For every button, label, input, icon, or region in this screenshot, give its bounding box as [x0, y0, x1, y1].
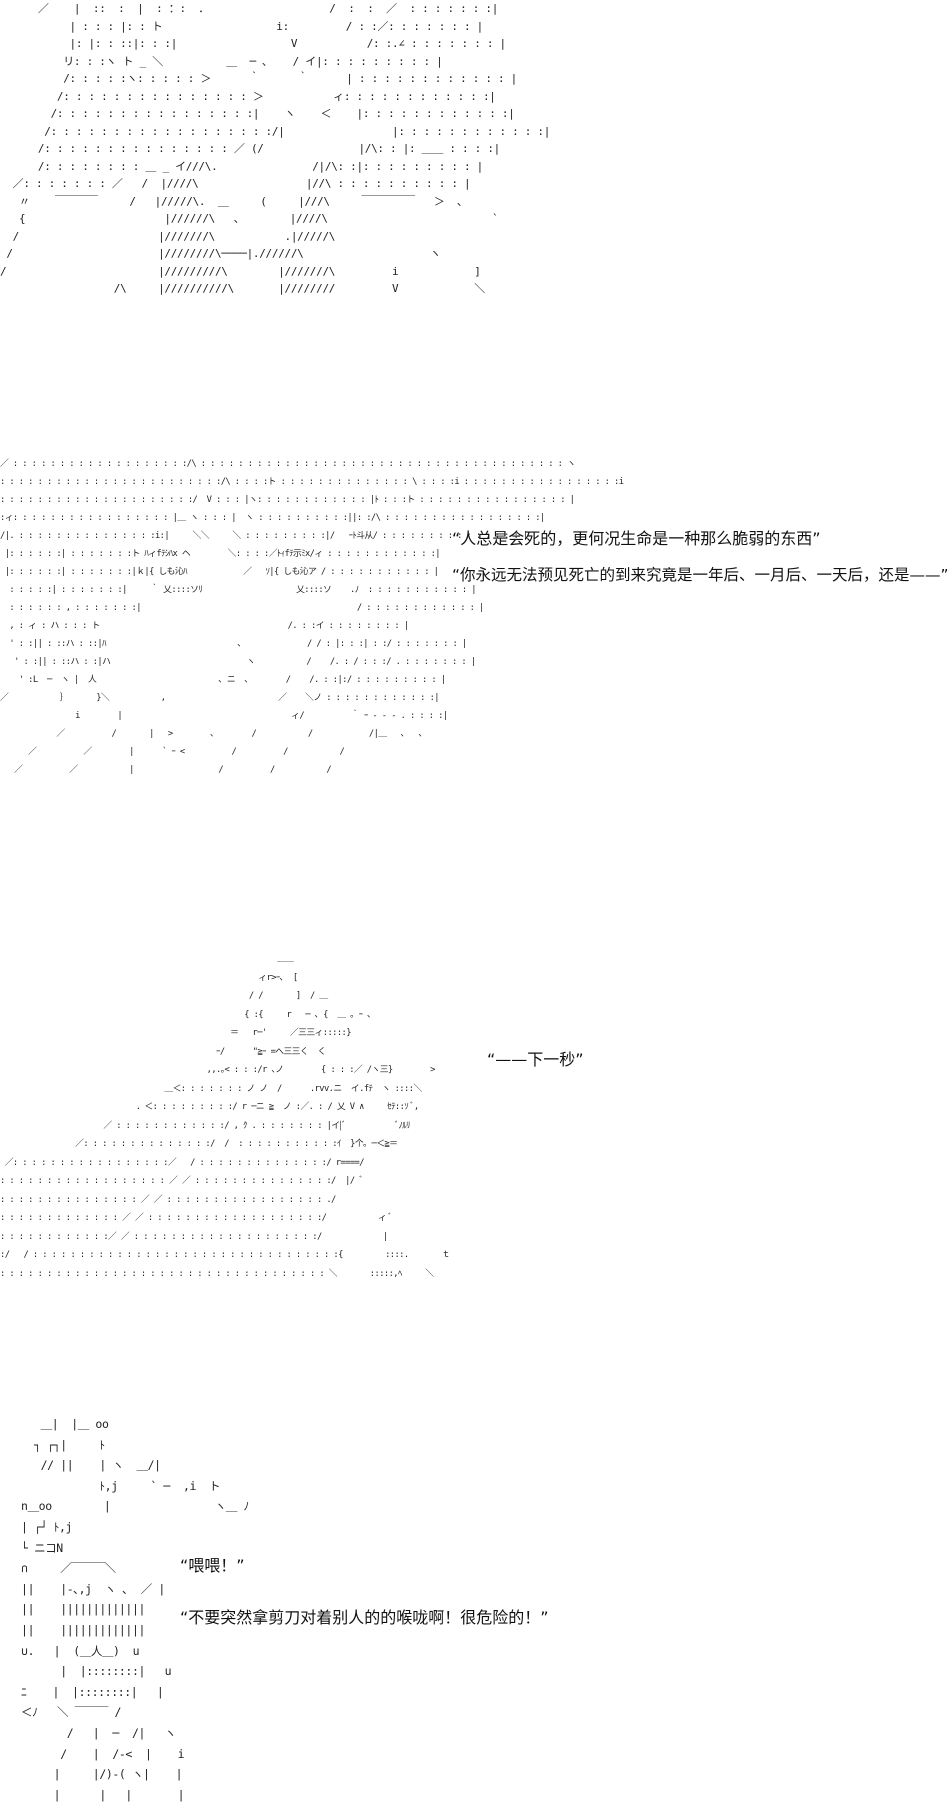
- ascii-art-panel-3: ＿＿ ィr>ｰ､ [ / / ] / ＿ { :{ r: [0, 954, 450, 1279]
- panel-2: ／ : : : : : : : : : : : : : : : : : : :/…: [0, 455, 947, 805]
- dialogue-line-3: “——下一秒”: [487, 1050, 584, 1069]
- dialogue-line-1: “人总是会死的，更何况生命是一种那么脆弱的东西”: [452, 529, 821, 548]
- panel-3: ＿＿ ィr>ｰ､ [ / / ] / ＿ { :{ r: [0, 950, 947, 1310]
- dialogue-line-4: “喂喂！”: [180, 1556, 245, 1575]
- ascii-art-panel-1: ／ | :: : | : ：: ． / : : ／ : : : : : : :|…: [0, 2, 551, 295]
- dialogue-line-2: “你永远无法预见死亡的到来究竟是一年后、一月后、一天后，还是——”: [452, 566, 947, 584]
- dialogue-line-5: “不要突然拿剪刀对着别人的的喉咙啊！很危险的！”: [180, 1608, 549, 1627]
- ascii-art-panel-4: ＿| |＿ oo ┐ ┌┐| ﾄ // || | ヽ ＿/| ﾄ,j ` ─ ,…: [21, 1417, 249, 1802]
- panel-4: ＿| |＿ oo ┐ ┌┐| ﾄ // || | ヽ ＿/| ﾄ,j ` ─ ,…: [0, 1410, 947, 1810]
- ascii-art-panel-2: ／ : : : : : : : : : : : : : : : : : : :/…: [0, 459, 624, 775]
- panel-1: ／ | :: : | : ：: ． / : : ／ : : : : : : :|…: [0, 0, 947, 300]
